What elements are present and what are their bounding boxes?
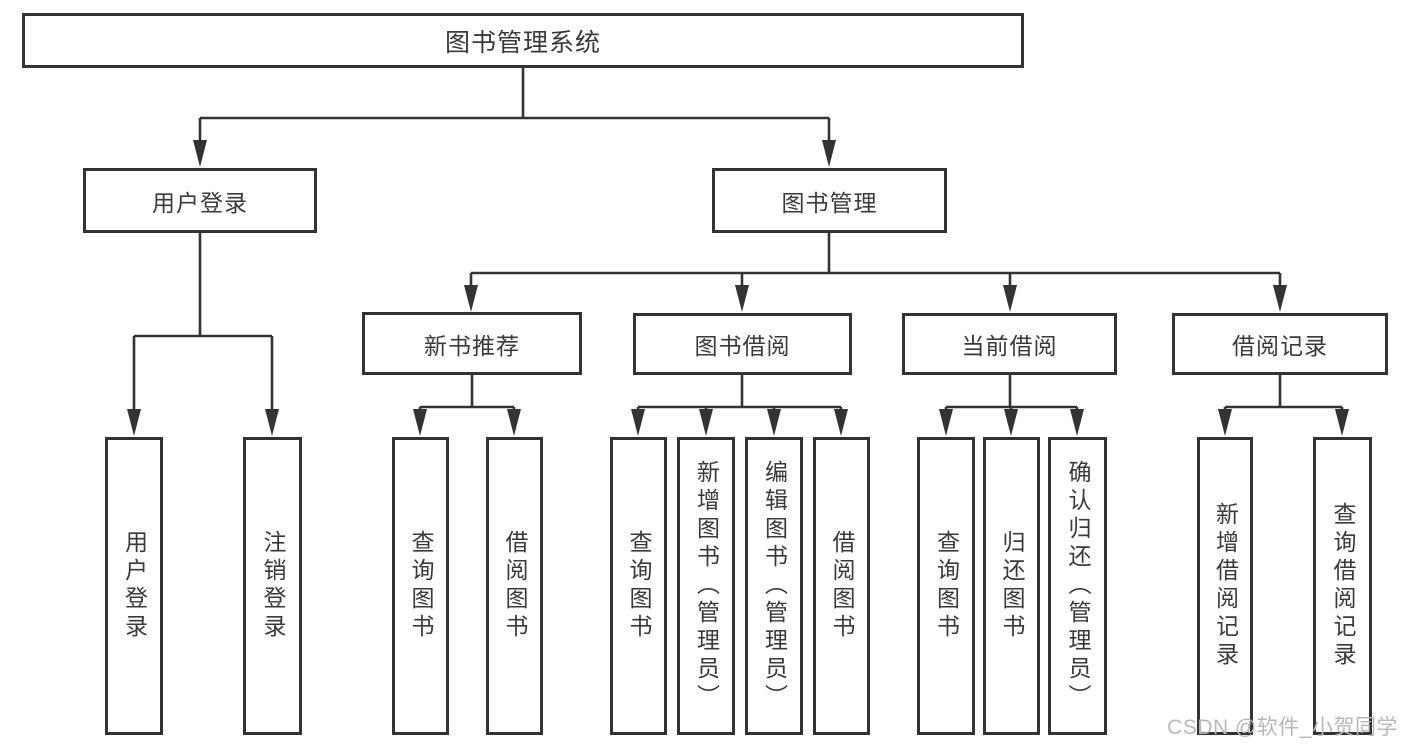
leaf-borrow-books: 借阅图书 [813,437,870,735]
arrowhead [1273,285,1287,312]
leaf-edit-book-admin: 编辑图书（管理员） [745,437,803,735]
arrowhead [735,285,749,312]
leaf-label: 查询图书 [408,530,434,642]
node-current-borrow: 当前借阅 [902,313,1117,375]
leaf-user-login: 用户登录 [105,437,163,735]
arrowhead [631,409,645,436]
leaf-query-books-recommend: 查询图书 [392,437,449,735]
connector-current-borrow-branch [939,374,1084,436]
arrowhead [1003,285,1017,312]
leaf-label: 确认归还（管理员） [1065,460,1091,712]
leaf-label: 查询图书 [626,530,652,642]
node-new-book-recommend: 新书推荐 [362,312,582,375]
node-borrow-records: 借阅记录 [1172,313,1388,375]
leaf-label: 注销登录 [260,530,286,642]
leaf-label: 新增图书（管理员） [693,460,720,712]
leaf-add-book-admin: 新增图书（管理员） [677,437,735,735]
arrowhead [767,409,781,436]
arrowhead [1004,409,1018,436]
node-book-management: 图书管理 [712,168,947,233]
arrowhead [1070,409,1084,436]
arrowhead [193,140,207,167]
arrowhead [699,409,713,436]
node-user-login: 用户登录 [83,168,317,233]
leaf-query-books-borrow: 查询图书 [610,437,667,735]
connector-new-book-recommend-branch [413,374,521,436]
leaf-return-book: 归还图书 [983,437,1040,735]
leaf-borrow-books-recommend: 借阅图书 [486,437,543,735]
arrowhead [265,409,279,436]
leaf-add-borrow-record: 新增借阅记录 [1197,437,1253,735]
arrowhead [464,285,478,312]
leaf-query-books-current: 查询图书 [917,437,975,735]
arrowhead [413,409,427,436]
leaf-label: 新增借阅记录 [1212,502,1239,670]
leaf-label: 查询图书 [933,530,960,642]
leaf-query-borrow-record: 查询借阅记录 [1313,437,1372,735]
arrowhead [1218,409,1232,436]
leaf-label: 借阅图书 [502,530,528,642]
leaf-label: 用户登录 [121,530,148,642]
connector-book-borrow-branch [631,374,848,436]
leaf-label: 查询借阅记录 [1330,502,1356,670]
arrowhead [127,409,141,436]
connector-root-to-level2 [193,67,836,167]
arrowhead [939,409,953,436]
arrowhead [1335,409,1349,436]
leaf-confirm-return-admin: 确认归还（管理员） [1048,437,1107,735]
arrowhead [507,409,521,436]
leaf-logout: 注销登录 [243,437,302,735]
connector-book-management-branch [464,232,1287,312]
connector-borrow-records-branch [1218,374,1349,436]
connector-user-login-branch [127,232,279,436]
arrowhead [822,140,836,167]
leaf-label: 归还图书 [999,530,1025,642]
csdn-watermark: CSDN @软件_小贺同学 [1167,716,1398,739]
leaf-label: 编辑图书（管理员） [761,460,788,712]
node-book-borrow: 图书借阅 [633,313,852,375]
arrowhead [834,409,848,436]
leaf-label: 借阅图书 [829,530,855,642]
node-root: 图书管理系统 [22,13,1024,68]
